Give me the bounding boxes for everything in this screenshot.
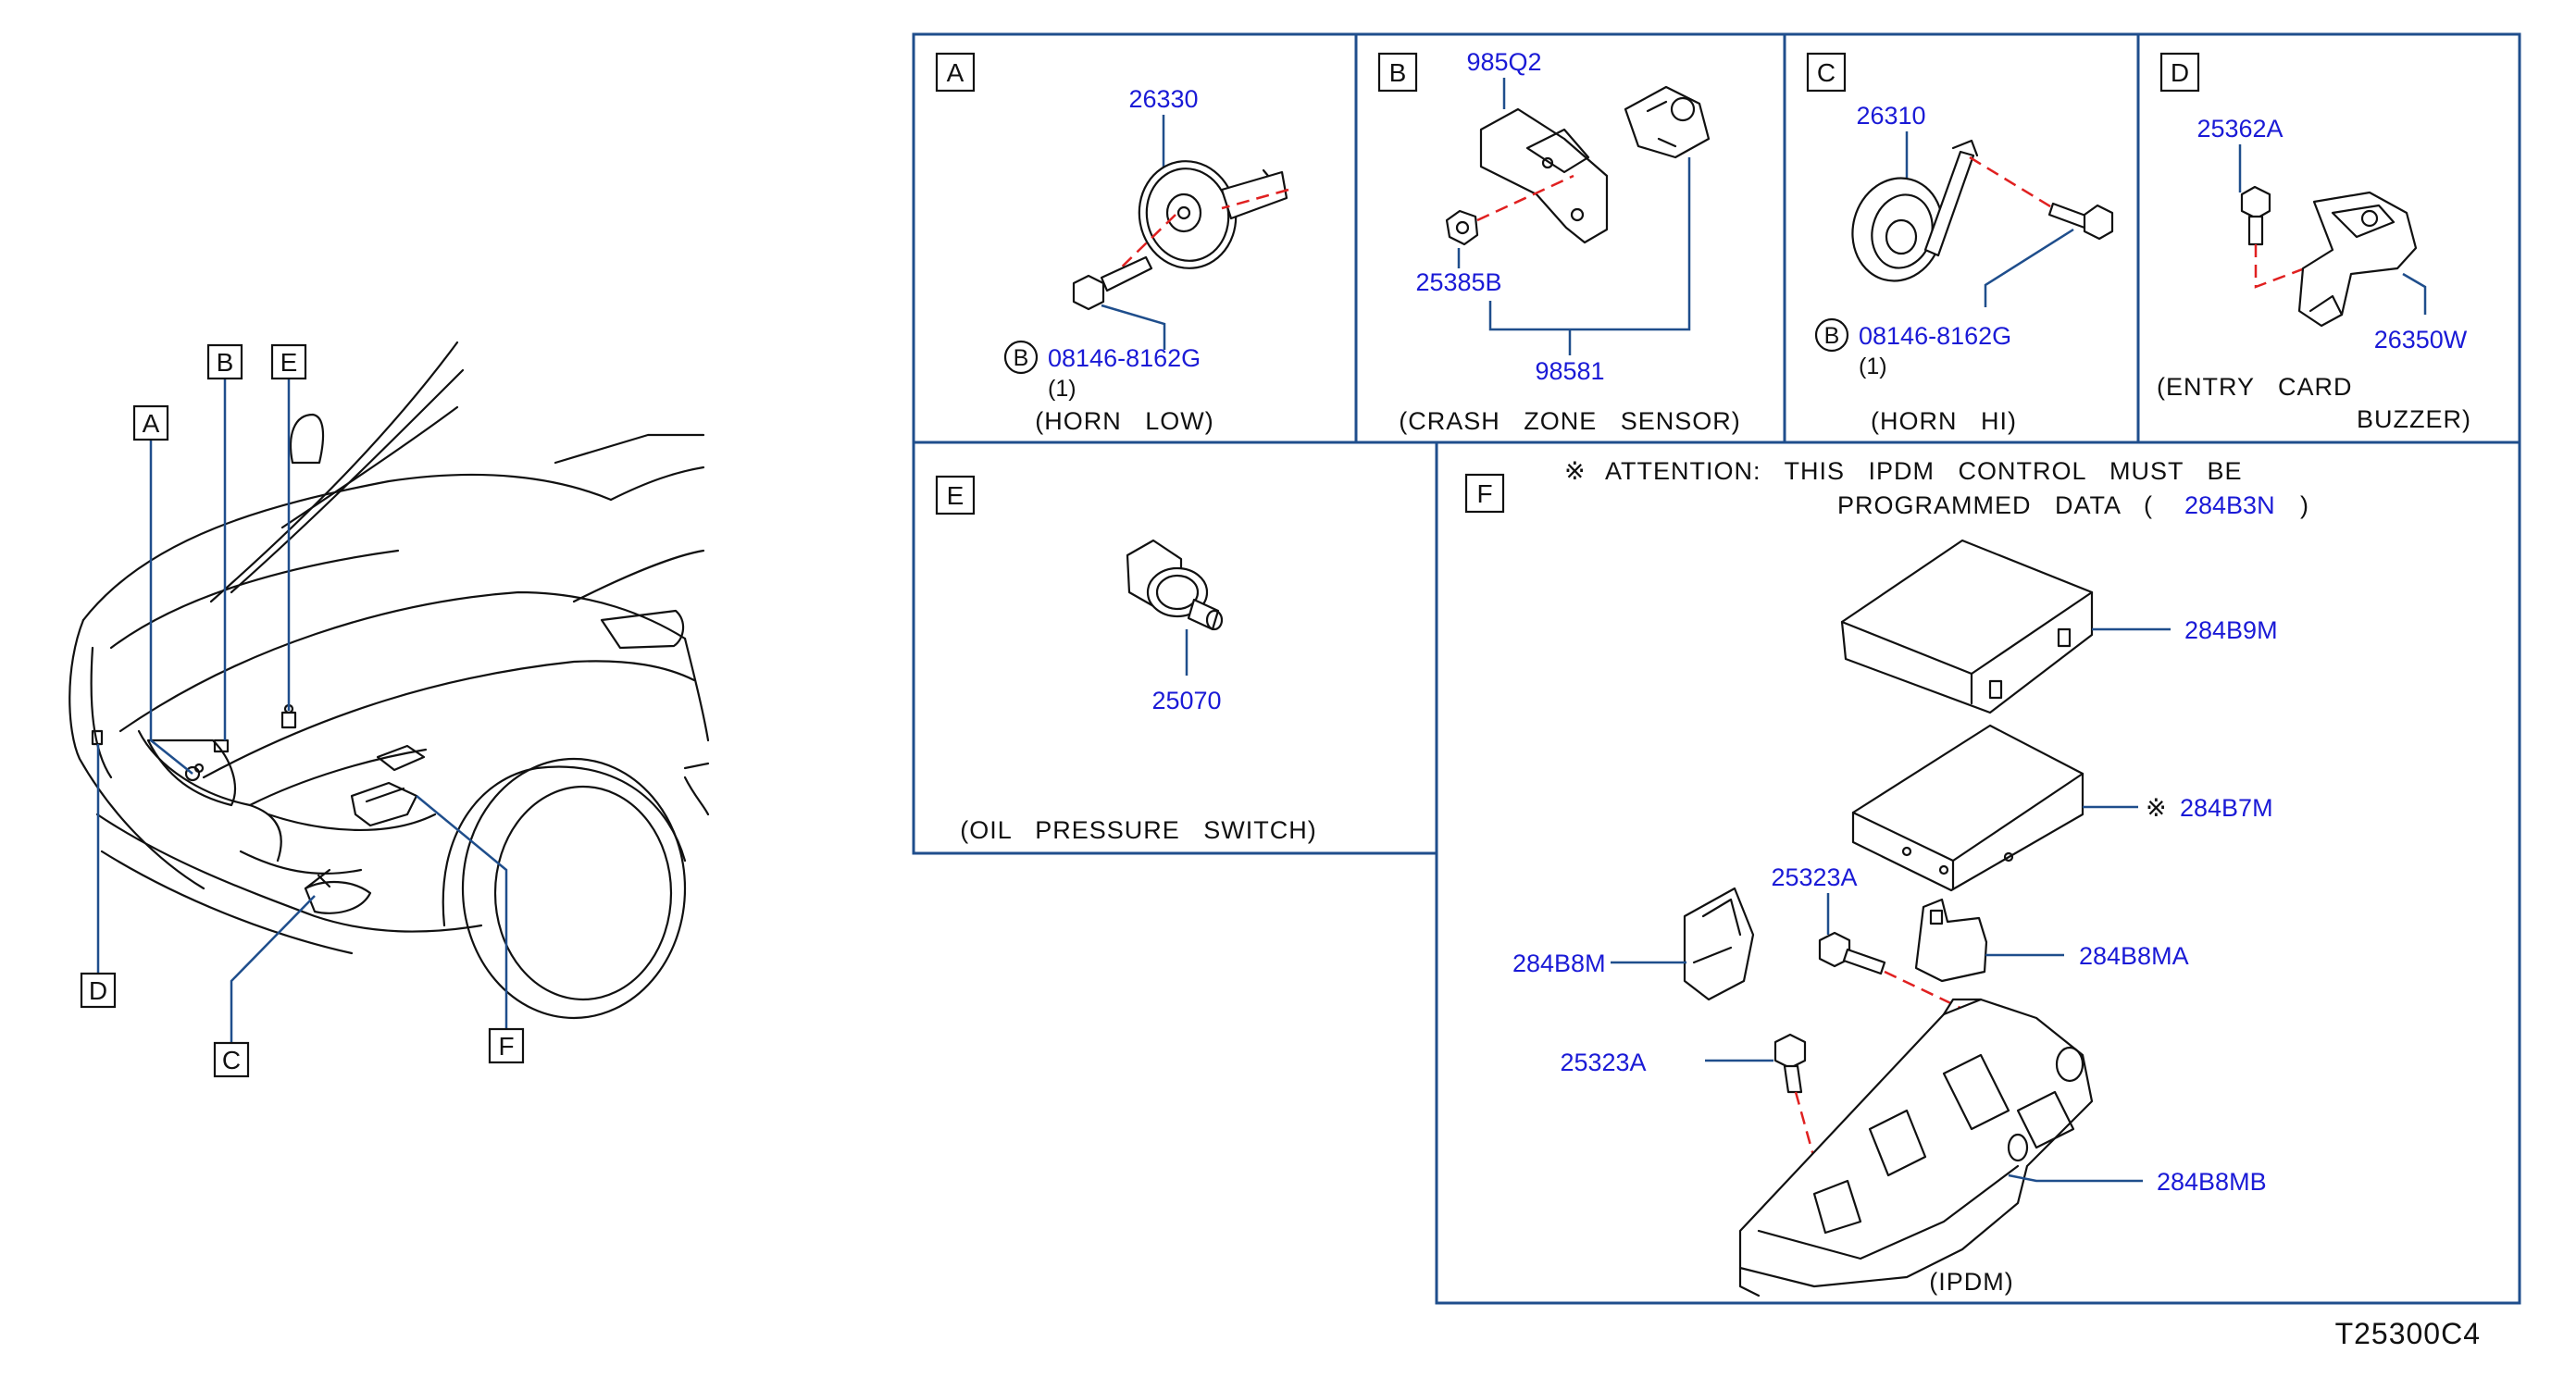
callout-a: A [132, 404, 169, 441]
small-bracket-number: 284B8MA [2079, 942, 2189, 970]
callout-e-letter: E [280, 348, 298, 377]
bolt-upper-number: 25323A [1771, 863, 1857, 891]
base-bracket-number: 284B8MB [2157, 1168, 2267, 1196]
upper-cover-number: 284B9M [2184, 616, 2278, 644]
callout-e: E [270, 343, 307, 380]
callout-d-letter: D [89, 976, 107, 1005]
base-bracket-drawing [1738, 998, 2094, 1297]
panel-c-letter: C [1817, 58, 1836, 87]
bolt-c-drawing [2047, 202, 2114, 241]
panel-b-sensor-number: 98581 [1535, 357, 1604, 385]
ipdm-module-drawing [1851, 724, 2084, 892]
bolt-lower-number: 25323A [1560, 1049, 1646, 1076]
callout-b-letter: B [217, 348, 234, 377]
bolt-upper-drawing [1818, 931, 1886, 975]
panel-a-horn-low: A 26330 B 08146-8162G (1) (HORN LOW) [935, 52, 1289, 435]
panel-b-nut-number: 25385B [1415, 268, 1501, 296]
svg-text:B: B [1824, 323, 1840, 349]
panel-b-bracket-number: 985Q2 [1466, 48, 1541, 76]
screw-d-drawing [2240, 185, 2271, 246]
sensor-bracket-drawing [1479, 107, 1609, 244]
panel-d-part-number: 26350W [2374, 326, 2468, 354]
component-mark-crash-sensor [213, 739, 230, 753]
nut-b-drawing [1445, 209, 1479, 246]
callout-a-letter: A [143, 409, 160, 438]
module-number: 284B7M [2180, 794, 2273, 822]
callout-f: F [488, 1027, 525, 1064]
panel-d-entry-card-buzzer: D 25362A 26350W (ENTRY CARD BUZZER) [2157, 52, 2471, 433]
panel-f-letter: F [1476, 479, 1492, 508]
panel-d-screw-number: 25362A [2196, 115, 2283, 143]
attention-line2-suffix: ) [2300, 491, 2309, 519]
panel-a-part-number: 26330 [1128, 85, 1198, 113]
module-mark: ※ [2146, 794, 2168, 822]
callout-b: B [206, 343, 243, 380]
attention-code: 284B3N [2184, 491, 2275, 519]
callout-f-letter: F [498, 1032, 514, 1061]
panel-d-caption-line2: BUZZER) [2357, 405, 2471, 433]
small-bracket-drawing [1914, 898, 1988, 983]
panel-f-ipdm: F ※ ATTENTION: THIS IPDM CONTROL MUST BE… [1464, 457, 2309, 1297]
drawing-id: T25300C4 [2335, 1317, 2481, 1350]
callout-c: C [213, 1041, 250, 1078]
panel-b-crash-zone-sensor: B 985Q2 25385B 98581 (CRASH ZONE SENSOR) [1377, 48, 1741, 435]
panel-a-bolt-qty: (1) [1048, 376, 1076, 402]
vehicle-overview: A B E D C F [68, 341, 710, 1078]
attention-mark: ※ [1564, 457, 1587, 485]
panel-b-caption: (CRASH ZONE SENSOR) [1399, 407, 1741, 435]
panel-a-letter: A [947, 58, 964, 87]
panel-e-oil-pressure-switch: E 25070 (OIL PRESSURE SWITCH) [935, 475, 1317, 844]
upper-cover-drawing [1840, 539, 2094, 714]
bolt-a-drawing [1072, 255, 1153, 311]
panel-c-bolt-number: 08146-8162G [1859, 322, 2011, 350]
panel-e-part-number: 25070 [1151, 687, 1221, 714]
panel-c-horn-hi: C 26310 B 08146-8162G (1) (HORN HI) [1806, 52, 2114, 435]
panel-a-caption: (HORN LOW) [1035, 407, 1214, 435]
panel-a-bolt-ref: B [1003, 340, 1039, 375]
svg-text:B: B [1014, 345, 1029, 371]
component-mark-ipdm [350, 744, 426, 827]
panel-c-bolt-ref: B [1814, 317, 1849, 353]
buzzer-bracket-drawing [2297, 191, 2418, 328]
bolt-lower-drawing [1773, 1033, 1807, 1094]
panel-e-caption: (OIL PRESSURE SWITCH) [960, 816, 1317, 844]
panel-a-bolt-number: 08146-8162G [1048, 344, 1201, 372]
attention-line1: ATTENTION: THIS IPDM CONTROL MUST BE [1605, 457, 2243, 485]
panel-d-letter: D [2171, 58, 2189, 87]
panel-b-letter: B [1389, 58, 1407, 87]
side-bracket-drawing [1683, 887, 1755, 1001]
component-mark-horn-hi [304, 868, 331, 890]
component-mark-horn-low [184, 763, 205, 782]
panel-frames [912, 32, 2521, 1305]
crash-sensor-drawing [1624, 85, 1711, 159]
callout-d: D [80, 972, 117, 1009]
panel-d-caption-line1: (ENTRY CARD [2157, 373, 2353, 401]
attention-line2-prefix: PROGRAMMED DATA ( [1837, 491, 2153, 519]
horn-hi-drawing [1851, 139, 1979, 282]
callout-c-letter: C [222, 1046, 241, 1074]
panel-e-letter: E [947, 481, 964, 510]
oil-switch-drawing [1126, 539, 1224, 631]
horn-low-drawing [1138, 160, 1288, 269]
side-bracket-number: 284B8M [1512, 950, 1606, 977]
panel-c-caption: (HORN HI) [1871, 407, 2017, 435]
panel-c-part-number: 26310 [1856, 102, 1925, 130]
panel-f-caption: (IPDM) [1929, 1268, 2013, 1296]
panel-c-bolt-qty: (1) [1859, 354, 1887, 379]
